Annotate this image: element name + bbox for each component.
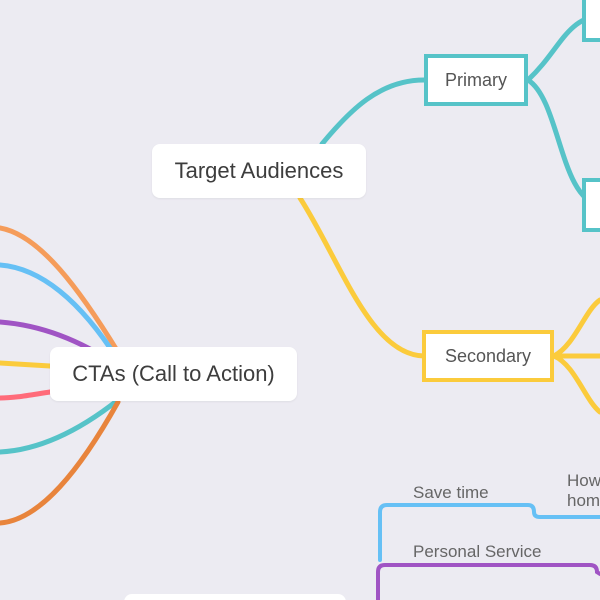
node-secondary[interactable]: Secondary	[422, 330, 554, 382]
branch-personal-service	[376, 563, 600, 600]
node-target-audiences-label: Target Audiences	[174, 158, 344, 183]
label-how-home[interactable]: How hom	[567, 471, 600, 510]
node-primary-child-2[interactable]	[582, 178, 600, 232]
branch-save-time	[378, 503, 600, 562]
branch-ctas-dark-orange	[0, 399, 121, 526]
branch-ctas-blue	[0, 262, 121, 363]
node-target-audiences[interactable]: Target Audiences	[152, 144, 366, 198]
node-secondary-label: Secondary	[444, 345, 532, 366]
branch-secondary-child-2	[551, 353, 600, 415]
label-save-time[interactable]: Save time	[413, 483, 489, 502]
branch-ctas-yellow	[0, 360, 53, 369]
branch-target-to-primary	[319, 77, 427, 147]
branch-ctas-teal	[0, 397, 121, 455]
branch-ctas-orange	[0, 225, 121, 355]
branch-ctas-coral	[0, 389, 53, 401]
partial-node-bottom[interactable]	[124, 594, 346, 600]
node-primary-child-1[interactable]	[582, 0, 600, 42]
node-primary[interactable]: Primary	[424, 54, 528, 106]
node-ctas[interactable]: CTAs (Call to Action)	[50, 347, 297, 401]
branch-target-to-secondary	[297, 195, 427, 359]
node-ctas-label: CTAs (Call to Action)	[72, 361, 275, 386]
node-primary-label: Primary	[445, 69, 507, 90]
label-personal-service[interactable]: Personal Service	[413, 542, 542, 561]
branch-secondary-child-1	[551, 297, 600, 359]
